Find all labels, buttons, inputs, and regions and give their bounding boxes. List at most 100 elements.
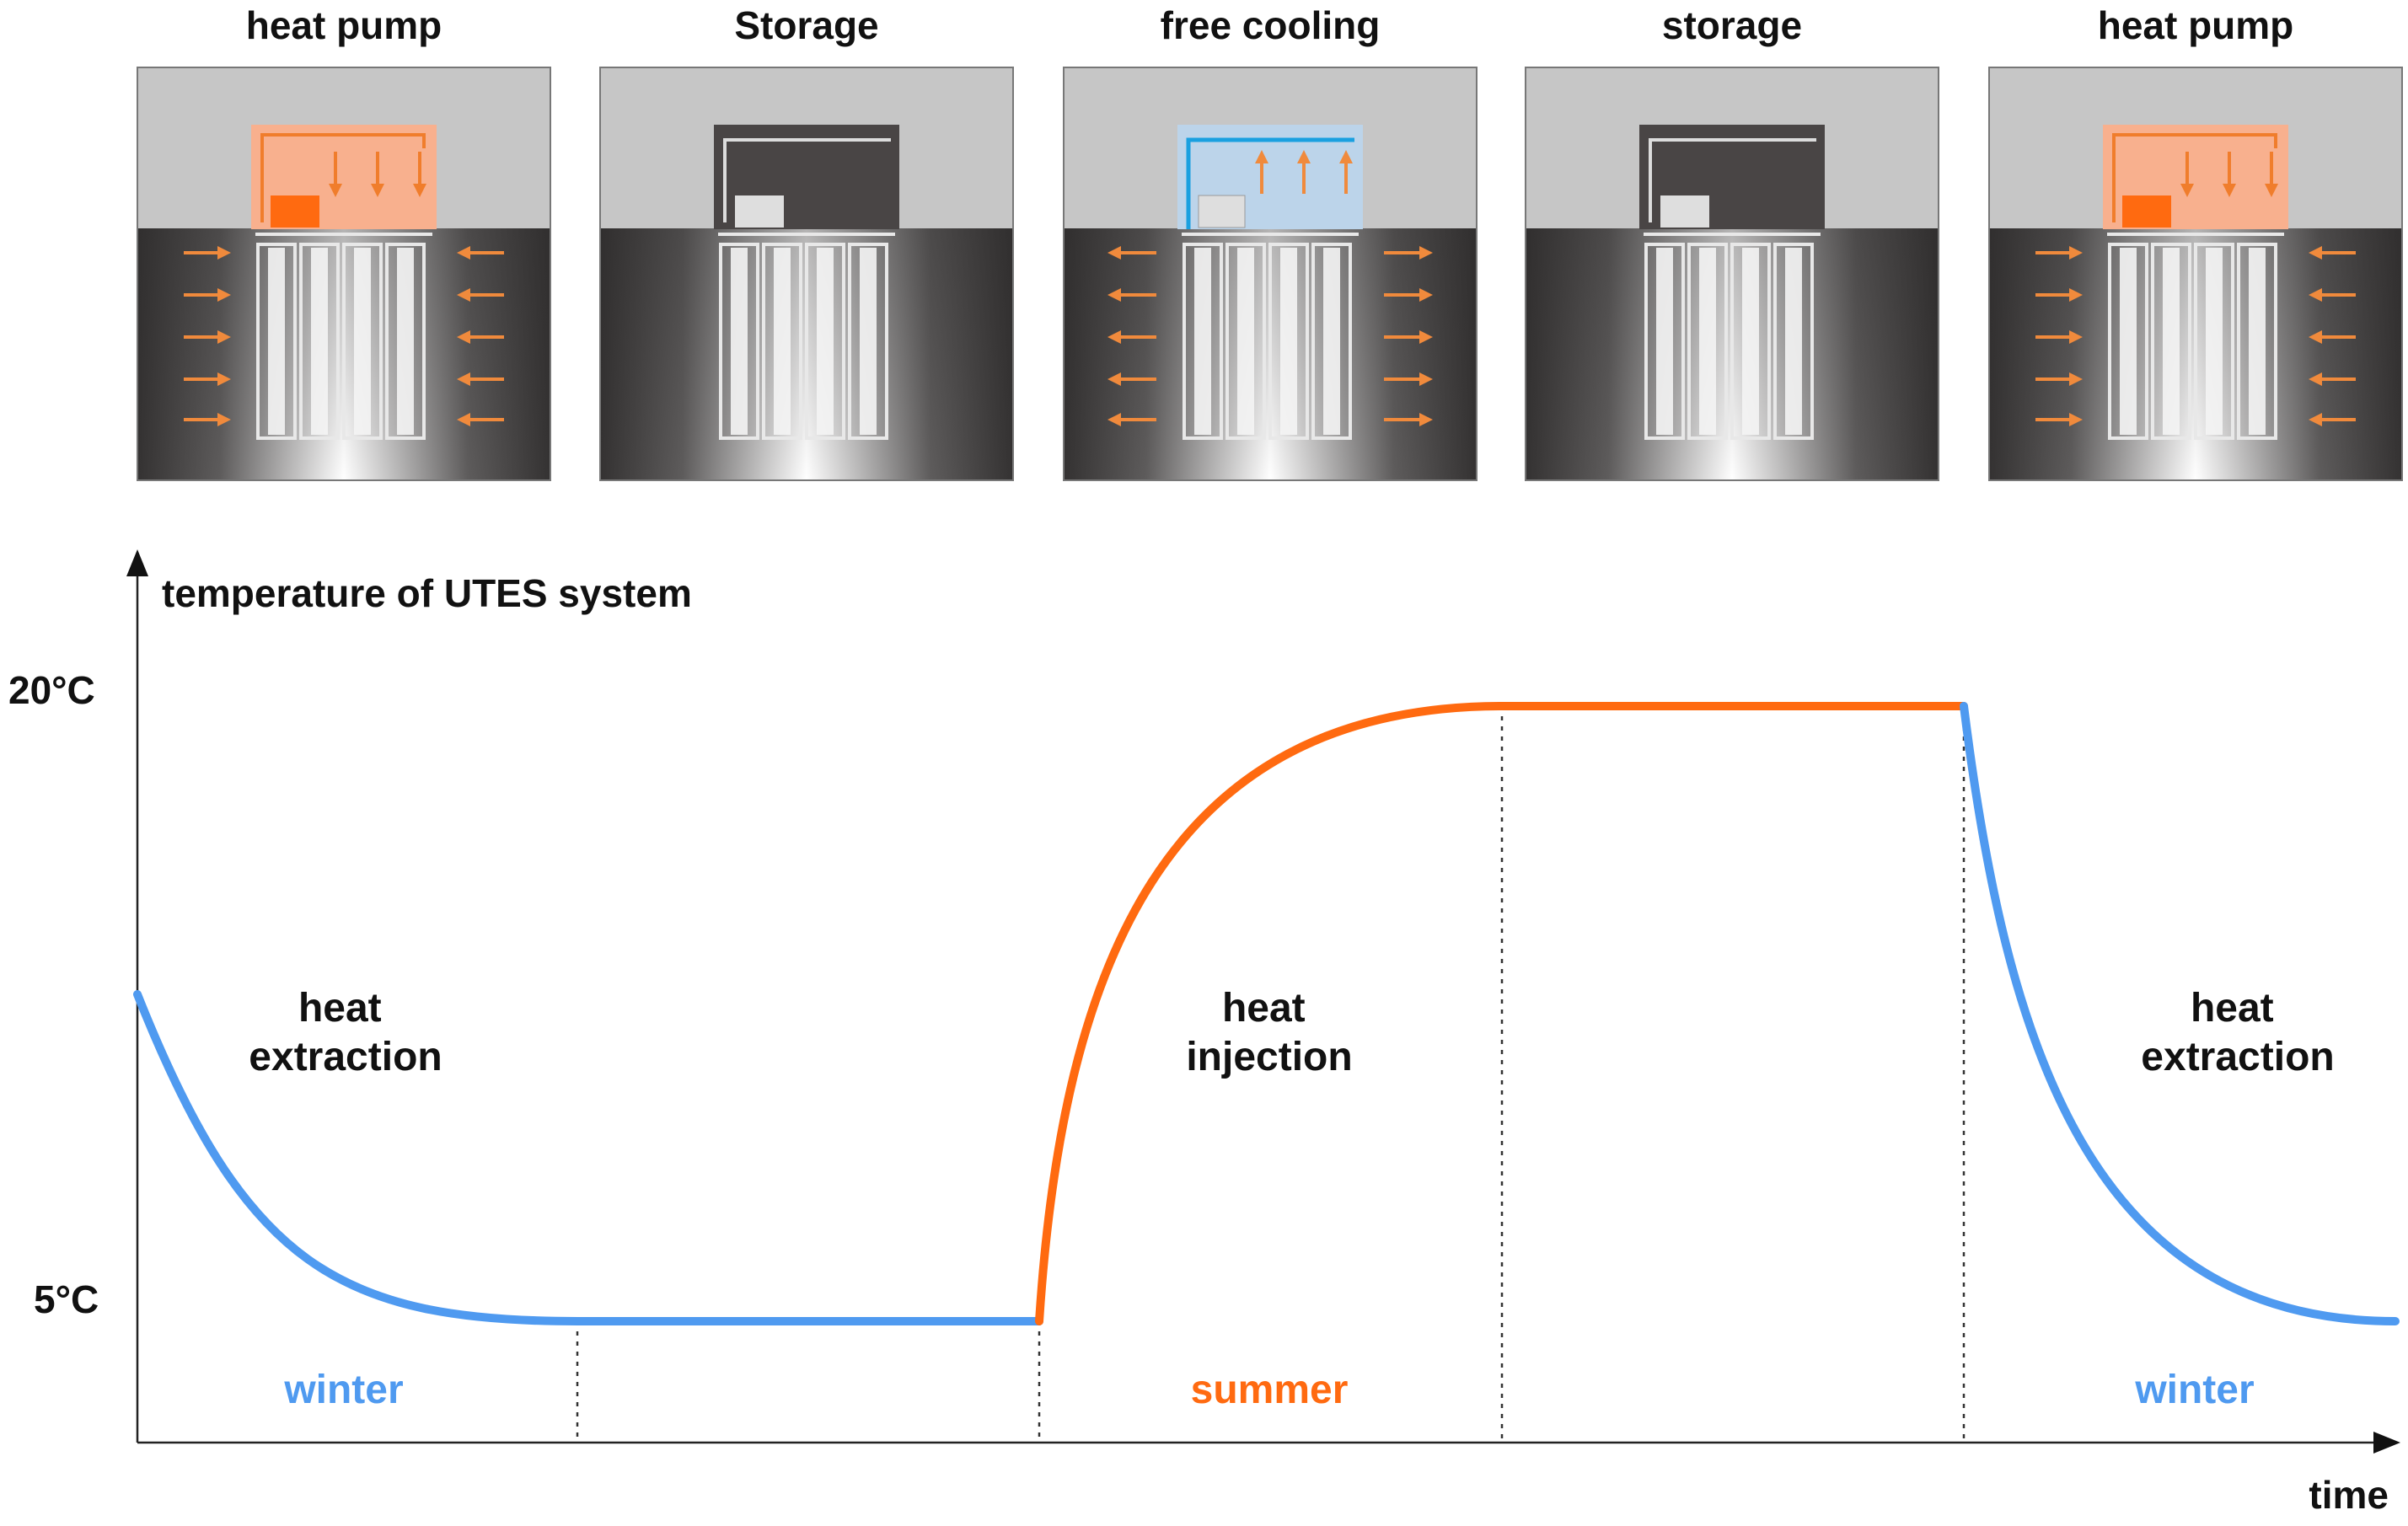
borehole-loop-0 [719,243,759,440]
flux-arrow-left-0-head [2069,246,2083,260]
curve-heat-injection [1035,702,1968,1325]
flux-arrow-right-3-head [457,372,470,386]
borehole-loop-1 [1225,243,1266,440]
borehole-loop-3 [2237,243,2277,440]
borehole-loop-0 [1644,243,1685,440]
borehole-loop-3 [385,243,426,440]
mode-panels: heat pump Storage free cooling storage h… [137,3,2403,481]
flux-arrow-left-1-head [2069,288,2083,302]
cooling-pipe [1186,137,1354,229]
borehole-illustration [599,67,1014,481]
flux-arrow-left-1-head [217,288,231,302]
flux-arrow-right-1-head [457,288,470,302]
borehole-loop-1 [762,243,802,440]
idle-unit [1660,195,1709,228]
flux-arrow-right-2-head [1419,330,1433,344]
borehole-loop-3 [1773,243,1814,440]
borehole-illustration [1063,67,1478,481]
borehole-loop-2 [342,243,383,440]
borehole-core-1 [1237,248,1254,435]
borehole-core-0 [268,248,285,435]
flux-arrow-right-1-head [1419,288,1433,302]
cooling-up-arrow-2-head [1339,150,1353,163]
panel-border [1525,67,1939,481]
borehole-core-2 [2206,248,2223,435]
x-axis-label: time [2309,1473,2389,1517]
borehole-loop-3 [1311,243,1352,440]
heat-down-arrow-1-head [2223,184,2236,197]
flux-arrow-right-0-head [457,246,470,260]
flux-arrow-left-0-head [1107,246,1121,260]
flux-arrow-right-0-head [1419,246,1433,260]
heat-down-arrow-2-head [2265,184,2278,197]
heat-down-arrow-0-head [2180,184,2194,197]
panel-border [137,67,551,481]
borehole-loop-0 [1183,243,1223,440]
borehole-loop-3 [848,243,888,440]
borehole-loop-1 [2151,243,2191,440]
phase-label-line2: extraction [2141,1035,2334,1079]
phase-label-heat-injection: heat injection [1186,986,1352,1079]
flux-arrow-left-0-head [217,246,231,260]
borehole-core-2 [1280,248,1297,435]
panel-title: storage [1662,3,1802,47]
flux-arrow-left-3-head [1107,372,1121,386]
y-tick-5c: 5°C [34,1277,99,1321]
heat-down-arrow-0-head [329,184,342,197]
panel-border [1988,67,2403,481]
flux-arrow-left-3-head [217,372,231,386]
borehole-core-0 [1194,248,1211,435]
y-axis-label: temperature of UTES system [162,571,692,615]
borehole-core-3 [397,248,414,435]
borehole-core-3 [2249,248,2266,435]
panel-storage-2: storage [1525,3,1939,481]
panel-heat-pump-2: heat pump [1988,3,2403,481]
curve-heat-extraction-start [133,990,1043,1325]
flux-arrow-left-2-head [2069,330,2083,344]
y-axis-arrowhead [126,549,148,576]
borehole-core-3 [860,248,877,435]
panel-free-cooling: free cooling [1063,3,1478,481]
borehole-loop-2 [2194,243,2234,440]
temperature-chart: temperature of UTES system time 20°C 5°C… [8,549,2400,1517]
borehole-core-3 [1785,248,1802,435]
borehole-core-2 [1742,248,1759,435]
season-label-winter-2: winter [2134,1368,2254,1412]
flux-arrow-right-1-head [2309,288,2322,302]
flux-arrow-right-2-head [457,330,470,344]
distribution-pipe [2112,133,2277,222]
panel-title: heat pump [246,3,442,47]
phase-label-line1: heat [1222,986,1306,1031]
borehole-core-2 [817,248,834,435]
phase-label-line2: injection [1186,1035,1352,1079]
phase-label-line1: heat [2191,986,2274,1031]
x-axis-arrowhead [2373,1432,2400,1454]
flux-arrow-left-4-head [1107,413,1121,426]
cooling-up-arrow-1-head [1297,150,1311,163]
heat-pump-unit [271,195,319,228]
borehole-loop-2 [805,243,845,440]
borehole-core-1 [774,248,791,435]
flux-arrow-right-3-head [2309,372,2322,386]
flux-arrow-left-2-head [1107,330,1121,344]
panel-heat-pump-1: heat pump [137,3,551,481]
season-label-winter: winter [283,1368,403,1412]
season-label-summer: summer [1191,1368,1349,1412]
borehole-loop-0 [2108,243,2148,440]
phase-label-line2: extraction [249,1035,442,1079]
flux-arrow-left-3-head [2069,372,2083,386]
borehole-loop-1 [299,243,340,440]
borehole-core-0 [2120,248,2137,435]
panel-title: heat pump [2098,3,2294,47]
borehole-loop-0 [256,243,297,440]
borehole-core-1 [311,248,328,435]
phase-label-heat-extraction-2: heat extraction [2141,986,2334,1079]
flux-arrow-left-2-head [217,330,231,344]
flux-arrow-right-2-head [2309,330,2322,344]
borehole-illustration [1525,67,1939,481]
borehole-illustration [1988,67,2403,481]
borehole-core-1 [2163,248,2180,435]
y-tick-20c: 20°C [8,668,95,712]
